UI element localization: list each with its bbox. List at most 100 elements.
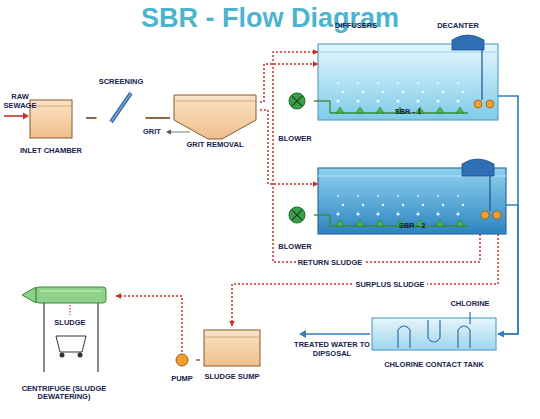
decanter-1 xyxy=(452,35,484,50)
part-label: DIFFUSERS xyxy=(326,22,386,31)
sbr-1-tank xyxy=(318,44,498,120)
diffuser-bubbles xyxy=(342,204,345,207)
grit-arrow xyxy=(166,130,190,135)
diffuser-bubbles xyxy=(356,212,359,215)
node-label: SLUDGE SUMP xyxy=(204,373,259,382)
part-label: DECANTER xyxy=(428,22,488,31)
chlorine-tank xyxy=(458,326,470,348)
edge-label: RETURN SLUDGE xyxy=(296,258,365,267)
sludge-drop xyxy=(69,305,70,315)
blower-1-symbol xyxy=(289,93,305,109)
blower-1-symbol xyxy=(289,93,305,109)
diffuser-bubbles xyxy=(357,195,359,197)
chlorine-tank xyxy=(469,312,470,324)
diffuser-bubbles xyxy=(336,220,344,226)
part-label: GRIT xyxy=(140,128,164,137)
sludge-drop xyxy=(70,305,71,315)
diffuser-bubbles xyxy=(376,212,379,215)
sbr-2-tank xyxy=(318,168,506,234)
diffuser-bubbles xyxy=(436,107,444,113)
treated-water-arrow xyxy=(299,330,370,338)
raw-sewage-arrow xyxy=(4,113,29,120)
node-label: GRIT REMOVAL xyxy=(187,141,244,150)
diffuser-bubbles xyxy=(442,204,445,207)
node-label: PUMP xyxy=(171,375,193,384)
node-label: BLOWER xyxy=(278,243,311,252)
blower: BLOWER xyxy=(276,206,314,252)
flow-connector xyxy=(116,296,182,352)
diffuser-bubbles xyxy=(417,82,419,84)
screen-bar xyxy=(111,93,131,122)
diffuser-bubbles xyxy=(362,204,365,207)
chlorine-contact-tank: CHLORINE CONTACT TANK xyxy=(370,314,498,370)
diffuser-bubbles xyxy=(456,220,464,226)
blower-1-symbol xyxy=(292,96,302,106)
diffuser-bubbles xyxy=(422,91,425,94)
centrifuge: CENTRIFUGE (SLUDGE DEWATERING) xyxy=(12,284,116,402)
diffuser-bubbles xyxy=(356,220,364,226)
diffuser-bubbles xyxy=(456,107,464,113)
diffuser-bubbles xyxy=(336,212,339,215)
decanter-1 xyxy=(486,100,494,108)
diffuser-bubbles xyxy=(357,82,359,84)
decanter-1 xyxy=(474,100,482,108)
decanter-2 xyxy=(489,176,490,211)
diffuser-bubbles xyxy=(397,195,399,197)
flow-connector xyxy=(146,117,171,119)
diffuser-bubbles xyxy=(396,212,399,215)
diffuser-bubbles xyxy=(462,204,465,207)
flow-connector xyxy=(232,234,498,326)
centrifuge-symbol xyxy=(43,303,44,372)
blower: BLOWER xyxy=(276,92,314,144)
screen-bar xyxy=(111,93,131,122)
diffuser-bubbles xyxy=(436,220,444,226)
decanter-2 xyxy=(462,159,494,176)
diffuser-bubbles xyxy=(377,82,379,84)
blower-2-symbol xyxy=(292,210,302,220)
sbr-2-tank xyxy=(318,214,330,215)
sbr-1-tank xyxy=(318,44,498,120)
diffuser-bubbles xyxy=(416,212,419,215)
diffuser-bubbles xyxy=(442,91,445,94)
flow-connector xyxy=(498,205,518,334)
sludge-trolley xyxy=(56,336,86,352)
grit-removal-tank: GRIT REMOVAL xyxy=(170,92,260,150)
diffuser-bubbles xyxy=(362,91,365,94)
chlorine-tank xyxy=(428,320,440,342)
blower-2-symbol xyxy=(289,207,305,223)
diffuser-bubbles xyxy=(382,91,385,94)
diffuser-bubbles xyxy=(376,220,384,226)
part-label: CHLORINE xyxy=(440,300,500,309)
diffuser-bubbles xyxy=(376,107,384,113)
flow-connector xyxy=(196,359,200,361)
sbr-2-tank xyxy=(318,168,506,234)
grit-tank xyxy=(174,101,256,102)
centrifuge-symbol xyxy=(97,303,98,372)
sbr-1-tank xyxy=(329,101,330,113)
flow-connector xyxy=(273,52,480,262)
sbr-tank: SBR - 2 xyxy=(318,168,506,234)
blower-2-symbol xyxy=(289,207,305,223)
diffuser-bubbles xyxy=(377,195,379,197)
diffuser-bubbles xyxy=(402,204,405,207)
pump-symbol xyxy=(176,354,188,366)
node-label: CHLORINE CONTACT TANK xyxy=(384,361,484,370)
treated-water-arrow xyxy=(299,330,306,338)
node-label: BLOWER xyxy=(278,135,311,144)
diffuser-bubbles xyxy=(462,91,465,94)
sludge-sump-tank xyxy=(204,337,260,338)
diffuser-bubbles xyxy=(336,99,339,102)
diffuser-bubbles xyxy=(356,99,359,102)
flow-connector xyxy=(86,117,97,119)
diffuser-bubbles xyxy=(382,204,385,207)
part-label: SLUDGE xyxy=(48,319,92,328)
diffuser-bubbles xyxy=(397,82,399,84)
sludge-sump-tank xyxy=(204,330,260,366)
diffuser-bubbles xyxy=(376,99,379,102)
node-label: SBR - 1 xyxy=(395,108,422,117)
flow-label: RAW SEWAGE xyxy=(2,93,38,110)
flow-connector xyxy=(314,100,318,101)
